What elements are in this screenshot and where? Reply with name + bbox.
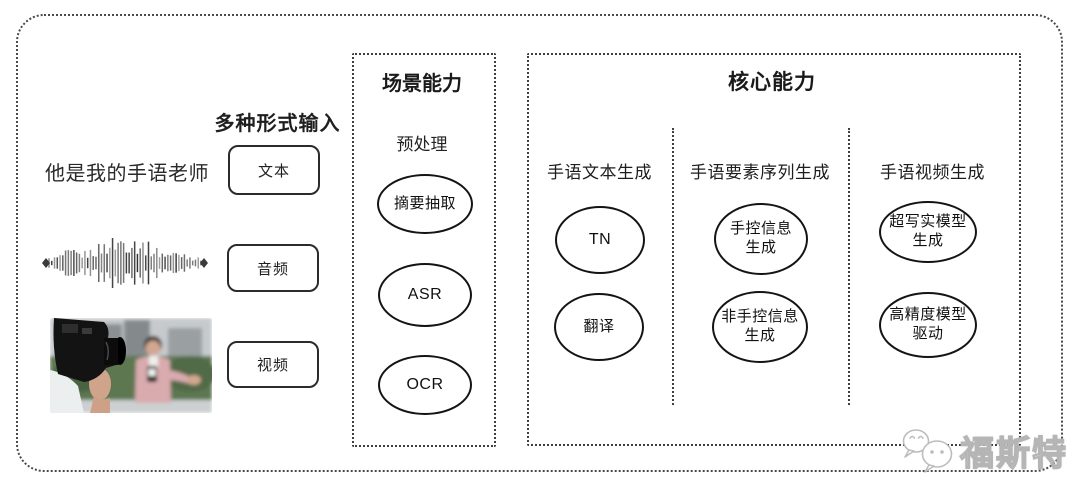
node-nonmanual-info-generation: 非手控信息 生成 [712,291,808,363]
scene-capability-title: 场景能力 [382,73,462,95]
node-label: OCR [406,376,444,393]
node-label: 非手控信息 生成 [721,308,799,344]
column-header-text-generation: 手语文本生成 [547,163,652,182]
node-high-precision-model-driving: 高精度模型 驱动 [879,292,977,358]
node-label: 摘要抽取 [393,194,456,212]
modality-label-text: 文本 [257,162,290,180]
modality-box-video: 视频 [227,341,319,388]
watermark-text: 福斯特 [959,434,1068,473]
chat-bubbles-icon [902,429,953,473]
column-header-video-generation: 手语视频生成 [880,163,985,182]
node-hyperrealistic-model-generation: 超写实模型 生成 [879,201,977,263]
modality-box-audio: 音频 [227,244,319,292]
node-summary-extraction: 摘要抽取 [377,174,473,234]
input-section-label: 多种形式输入 [214,113,341,135]
node-ocr: OCR [378,355,472,415]
node-label: TN [588,231,612,248]
column-divider-1 [672,128,674,405]
column-header-element-sequence: 手语要素序列生成 [690,163,830,182]
modality-box-text: 文本 [228,145,320,195]
core-capability-title: 核心能力 [728,71,816,94]
watermark: 福斯特 [900,425,1075,475]
preprocess-label: 预处理 [396,135,448,154]
node-label: 超写实模型 生成 [889,213,967,249]
audio-waveform-icon [42,238,208,288]
node-translation: 翻译 [554,293,644,361]
column-divider-2 [848,128,850,405]
sample-text-sentence: 他是我的手语老师 [45,163,209,185]
node-tn: TN [555,206,645,274]
node-label: 高精度模型 驱动 [889,306,967,342]
node-label: ASR [407,286,443,303]
node-label: 手控信息 生成 [729,220,792,256]
photo-foreground-camera [50,318,126,413]
node-asr: ASR [378,263,472,327]
modality-label-video: 视频 [256,357,289,374]
node-manual-info-generation: 手控信息 生成 [714,203,808,275]
node-label: 翻译 [583,317,615,335]
scene-capability-box [352,53,496,447]
modality-label-audio: 音频 [256,260,289,278]
outer-dotted-frame [16,14,1063,472]
reporter-filming-photo [50,318,212,413]
core-capability-box [527,53,1021,446]
